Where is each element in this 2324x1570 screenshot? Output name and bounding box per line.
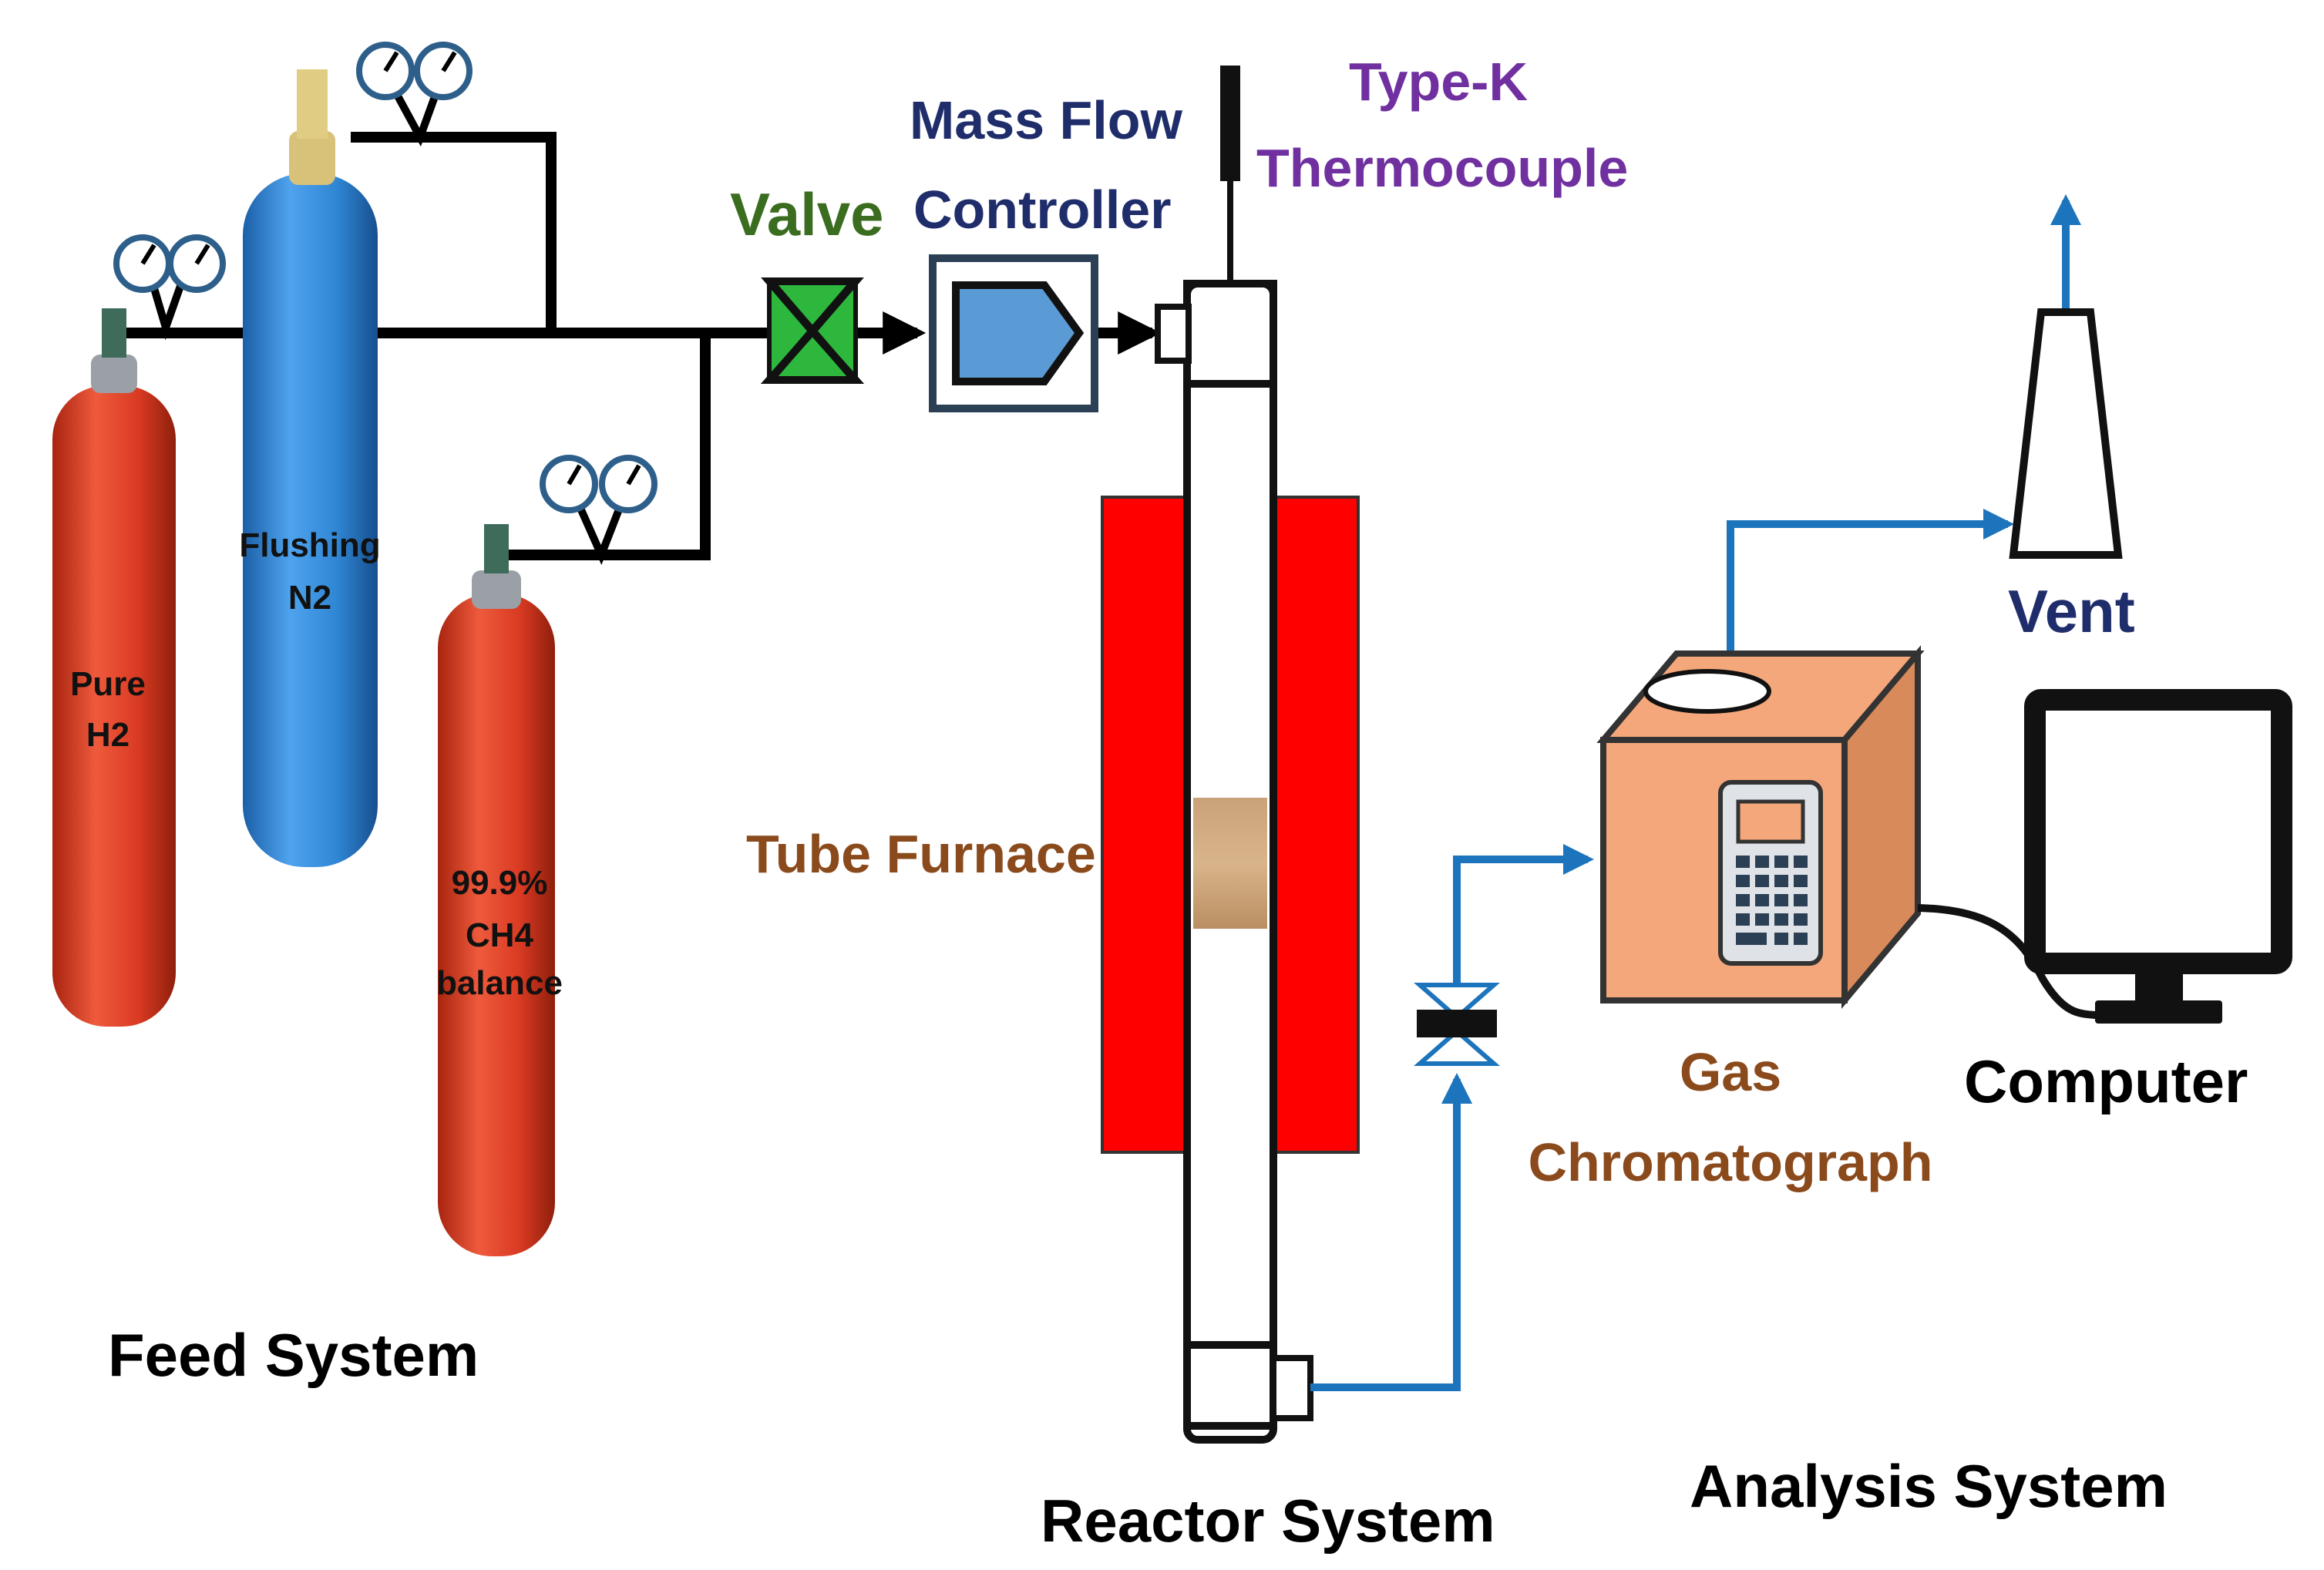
ch4-branch-line — [509, 333, 711, 560]
furnace-right-heater — [1272, 496, 1360, 1154]
analysis-system-title: Analysis System — [1690, 1452, 2168, 1520]
n2-pressure-gauges — [356, 42, 473, 147]
gc-inlet-port — [1643, 669, 1771, 714]
n2-label-line2: N2 — [288, 579, 331, 617]
h2-label-line1: Pure — [70, 665, 146, 703]
feed-system: Pure H2 Flushing N2 99.9% CH4 balance — [52, 42, 1162, 1389]
thermocouple-label-line1: Type-K — [1349, 52, 1528, 112]
product-lines — [1310, 194, 2081, 1391]
computer[interactable] — [2024, 689, 2292, 1024]
ch4-label-line1: 99.9% — [452, 864, 548, 902]
reactor-system: Tube Furnace Reactor System — [746, 66, 1495, 1555]
n2-label-line1: Flushing — [239, 526, 380, 564]
ch4-pressure-gauges — [540, 455, 658, 566]
computer-label: Computer — [1964, 1047, 2248, 1115]
keypad-icon — [1718, 780, 1823, 966]
n2-branch-line — [351, 132, 557, 333]
tube-furnace-label: Tube Furnace — [746, 824, 1096, 884]
gc-to-vent-line — [1727, 509, 2014, 690]
n2-cylinder: Flushing N2 — [239, 69, 381, 867]
mass-flow-controller[interactable] — [929, 254, 1098, 412]
reactor-outlet-line — [1310, 1073, 1472, 1391]
valve-icon — [1414, 983, 1500, 1020]
feed-system-title: Feed System — [108, 1321, 479, 1389]
vent-stack — [2009, 308, 2123, 559]
thermocouple-label-line2: Thermocouple — [1256, 138, 1628, 198]
gauge-icon — [167, 234, 226, 293]
reactor-system-title: Reactor System — [1041, 1487, 1495, 1555]
sample-valve-to-gc-line — [1453, 844, 1594, 990]
h2-cylinder: Pure H2 — [52, 308, 176, 1027]
furnace-left-heater — [1101, 496, 1189, 1154]
sampling-valve[interactable] — [1414, 983, 1500, 1066]
mfc-icon — [952, 281, 1085, 385]
ch4-label-line2: CH4 — [466, 916, 534, 954]
gc-label-line2: Chromatograph — [1529, 1132, 1933, 1192]
gas-chromatograph[interactable] — [1596, 645, 1925, 1009]
h2-pressure-gauges — [113, 234, 226, 341]
h2-label-line2: H2 — [86, 716, 129, 754]
gc-label-line1: Gas — [1680, 1042, 1781, 1102]
valve-label: Valve — [730, 180, 884, 248]
catalyst-bed — [1193, 798, 1267, 929]
ch4-cylinder: 99.9% CH4 balance — [436, 524, 563, 1256]
thermocouple-rod — [1220, 66, 1240, 181]
vent-label: Vent — [2008, 577, 2135, 645]
vent-icon — [2009, 308, 2123, 559]
mfc-label-line1: Mass Flow — [910, 90, 1183, 150]
feed-valve[interactable] — [760, 277, 865, 384]
monitor-icon — [2024, 689, 2292, 974]
mfc-label-line2: Controller — [913, 180, 1171, 240]
ch4-label-line3: balance — [436, 964, 563, 1002]
